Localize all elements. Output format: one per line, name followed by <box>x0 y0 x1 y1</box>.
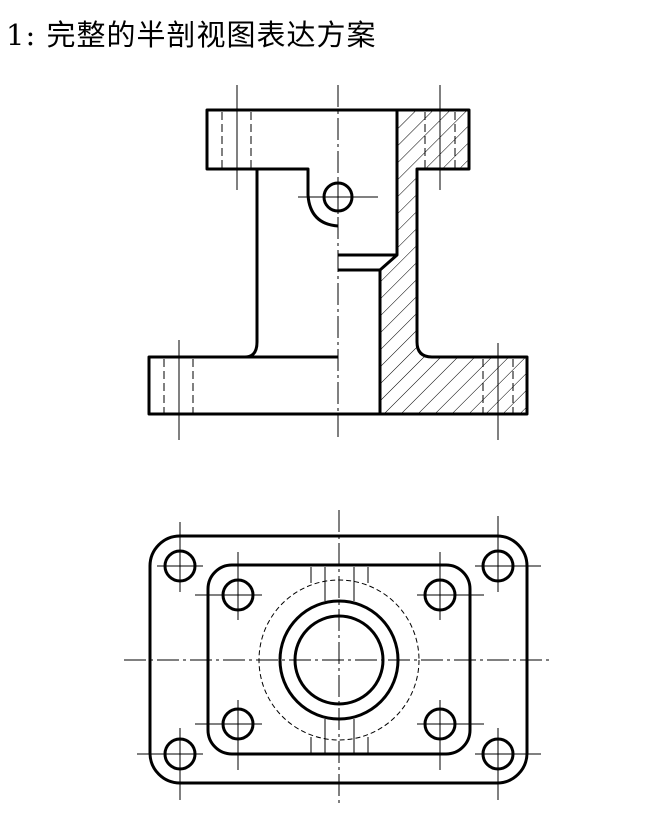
cross-hole-lines <box>310 567 369 753</box>
drawing-title: 1: 完整的半剖视图表达方案 <box>6 18 377 52</box>
top-view-center-lines <box>124 510 550 805</box>
top-view <box>124 510 550 805</box>
front-half-section-view <box>147 85 529 440</box>
section-hatching <box>380 110 527 414</box>
part-outline <box>147 108 529 416</box>
hidden-lines <box>163 112 514 413</box>
cross-hole <box>322 181 354 213</box>
